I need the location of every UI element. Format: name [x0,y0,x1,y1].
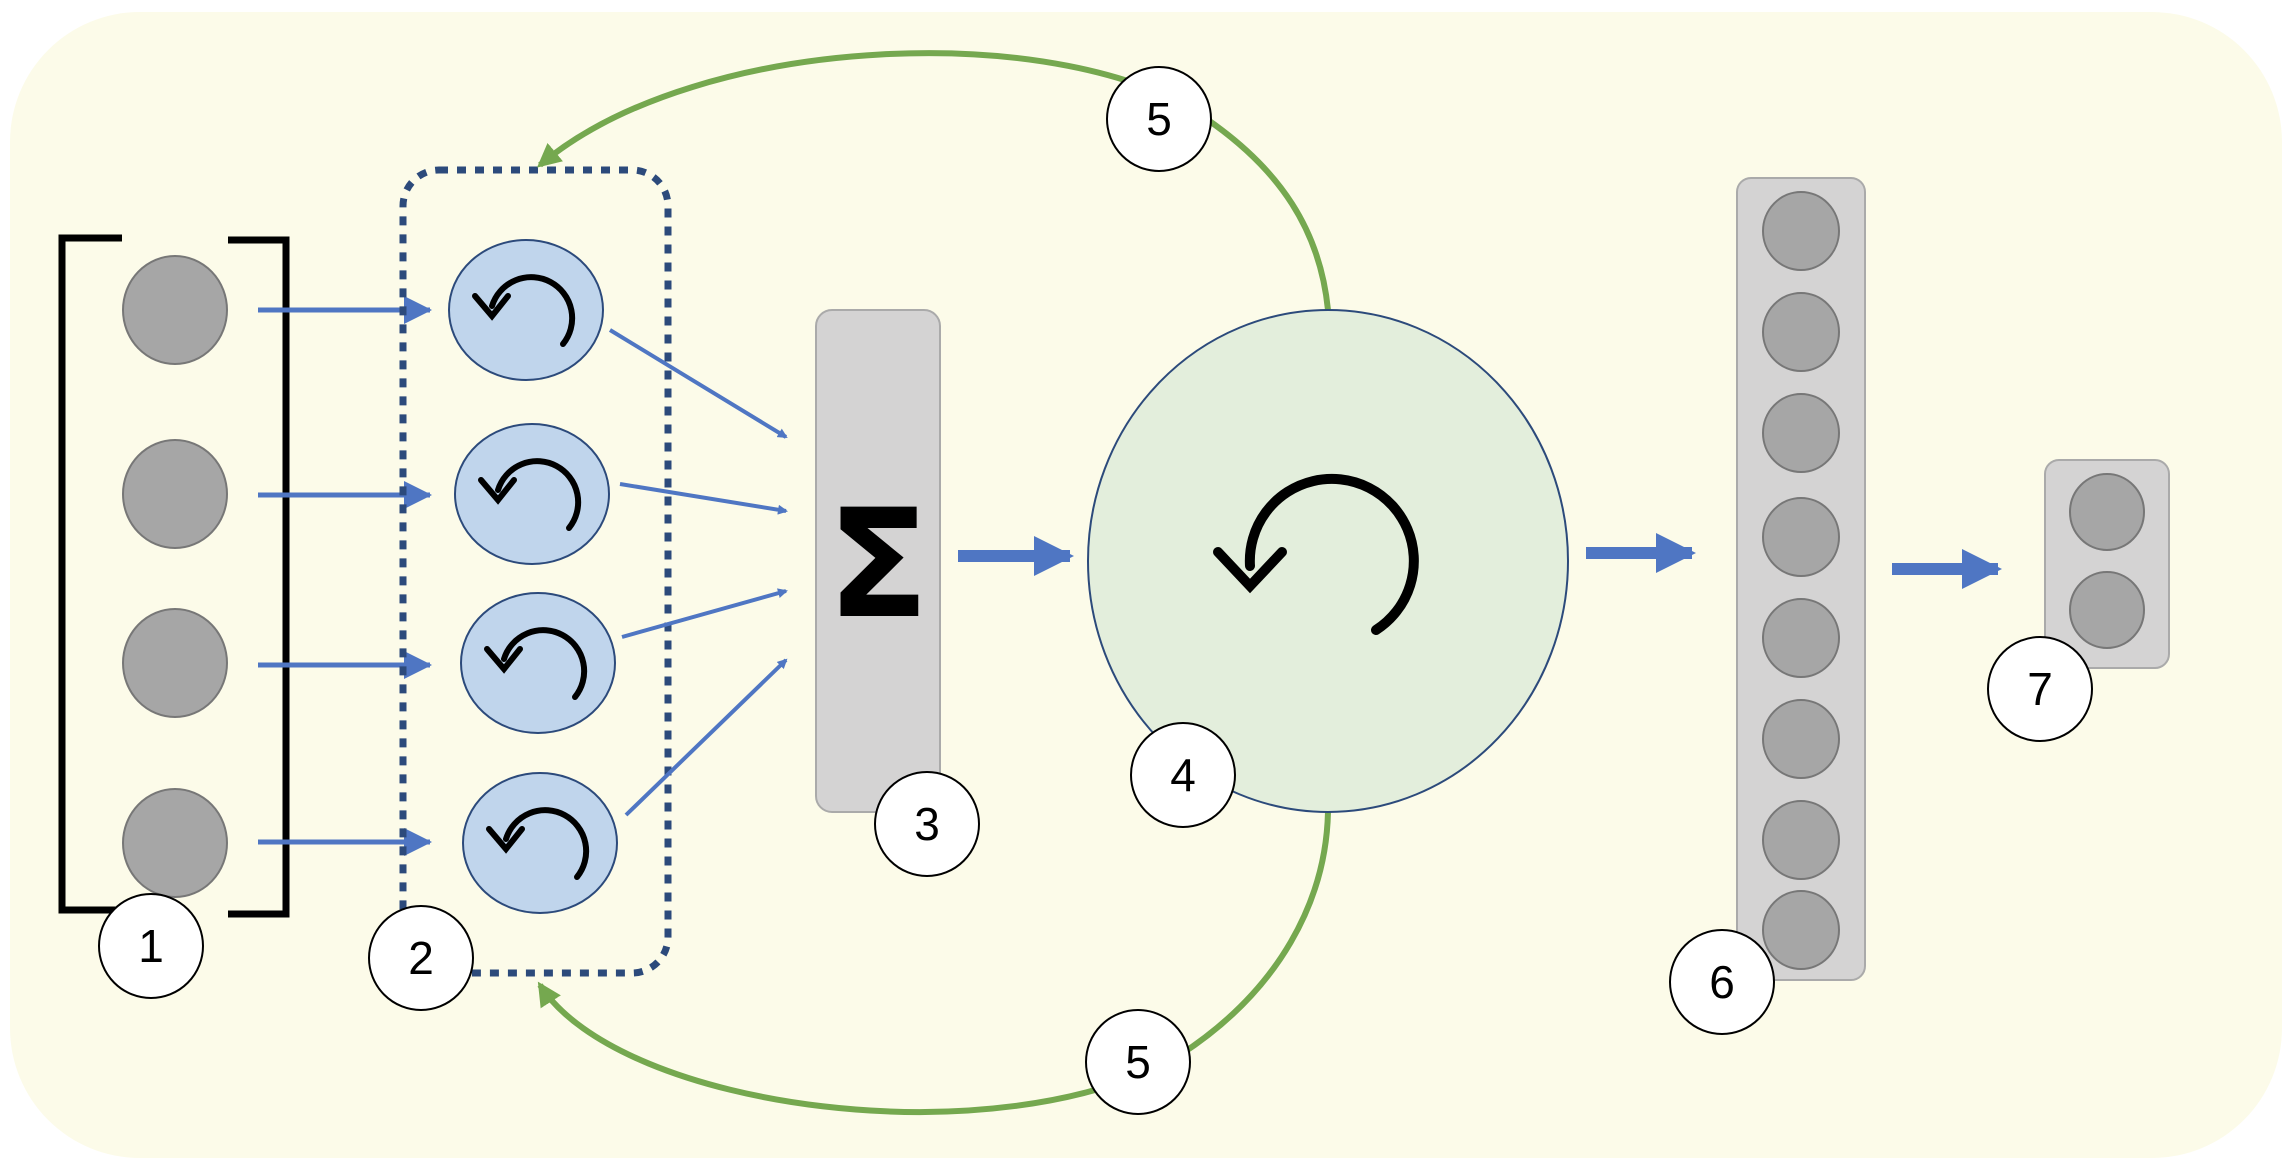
feedback-arrow-top [536,50,1331,311]
loop-icon [1213,473,1419,635]
callout-6-label: 6 [1709,956,1735,1008]
hidden-node [1762,800,1840,880]
callout-2-label: 2 [408,932,434,984]
unit-to-sum-arrow [621,588,788,639]
callout-3: 3 [874,771,980,877]
callout-7-label: 7 [2027,663,2053,715]
input-node [122,439,228,549]
dotted-group-border [399,166,672,977]
callout-6: 6 [1669,929,1775,1035]
recurrent-unit [448,239,604,381]
callout-1: 1 [98,893,204,999]
summation-block: Σ [815,309,941,813]
callout-2: 2 [368,905,474,1011]
callout-5-top-label: 5 [1146,93,1172,145]
recurrent-unit [454,423,610,565]
recurrent-group [399,166,672,977]
output-node [2069,473,2145,551]
callout-5-top: 5 [1106,66,1212,172]
callout-5-bottom: 5 [1085,1009,1191,1115]
sum-arrows [608,328,788,817]
recurrent-unit [460,592,616,734]
input-node [122,255,228,365]
hidden-layer [1736,177,1866,981]
input-node [122,608,228,718]
loop-icon [472,274,576,347]
output-layer [2044,459,2170,669]
large-recurrent-unit [1087,309,1569,813]
hidden-node [1762,292,1840,372]
hidden-node [1762,393,1840,473]
hidden-node [1762,191,1840,271]
loop-icon [484,627,588,700]
callout-7: 7 [1987,636,2093,742]
callout-5-bottom-label: 5 [1125,1036,1151,1088]
hidden-node [1762,890,1840,970]
loop-icon [478,458,582,531]
unit-to-sum-arrow [608,328,788,439]
output-node [2069,571,2145,649]
unit-to-sum-arrow [624,658,788,817]
feedback-arrow-bottom [537,811,1331,1115]
input-node [122,788,228,898]
callout-3-label: 3 [914,798,940,850]
sigma-symbol: Σ [827,478,929,652]
loop-icon [486,807,590,880]
right-bracket [228,236,290,918]
hidden-node [1762,497,1840,577]
callout-4-label: 4 [1170,749,1196,801]
input-vector [58,234,290,918]
left-bracket [58,234,122,914]
unit-to-sum-arrow [619,482,788,515]
hidden-node [1762,699,1840,779]
hidden-node [1762,598,1840,678]
callout-4: 4 [1130,722,1236,828]
recurrent-unit [462,772,618,914]
callout-1-label: 1 [138,920,164,972]
